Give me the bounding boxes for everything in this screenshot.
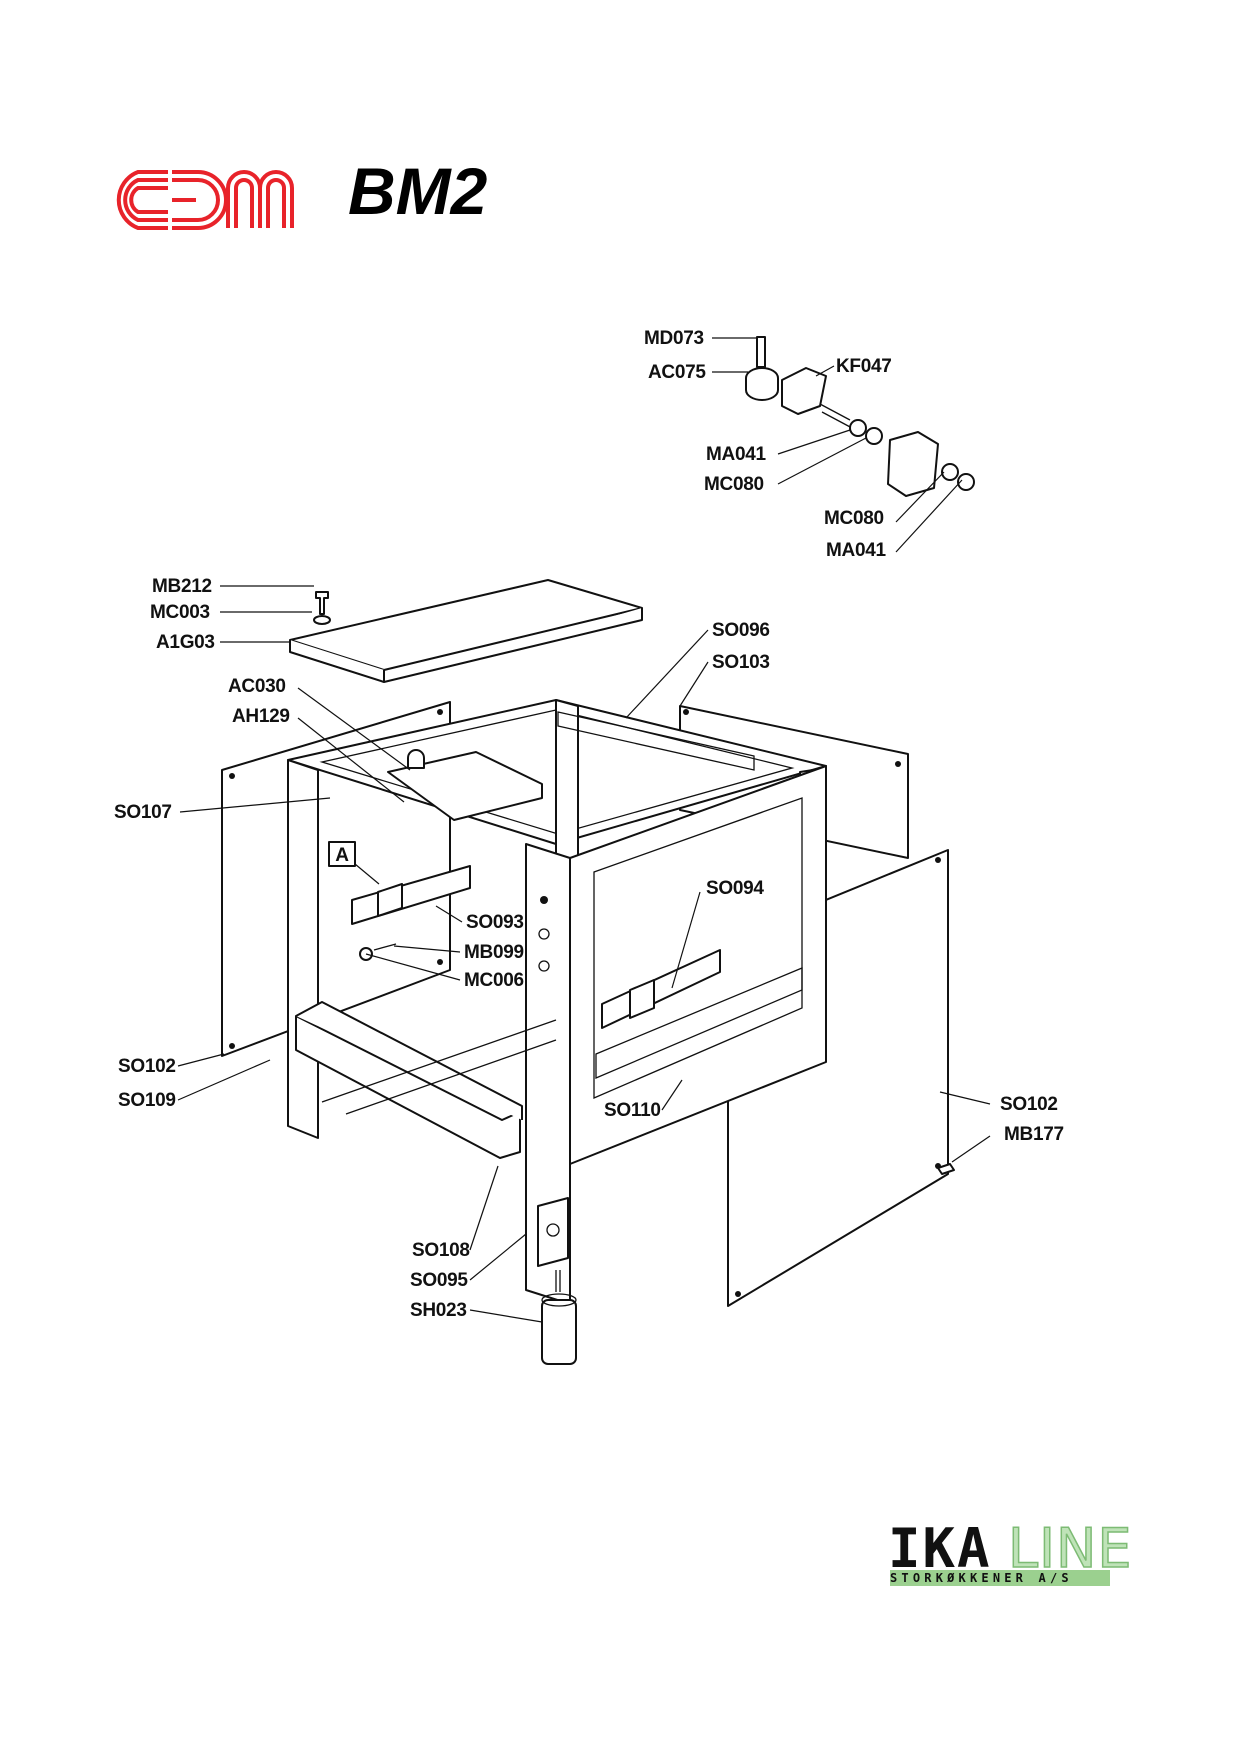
leader-lines bbox=[177, 337, 991, 1323]
nut-ma041-b bbox=[957, 473, 975, 491]
ika-logo-main: IKA bbox=[888, 1517, 992, 1580]
detail-marker-label: A bbox=[335, 845, 349, 866]
callout-ma041-a: MA041 bbox=[706, 444, 766, 465]
frame-lower-front-rail-so110 bbox=[595, 967, 803, 1079]
callout-ah129: AH129 bbox=[232, 706, 290, 727]
washer-mc080-b bbox=[941, 463, 959, 481]
detail-marker-a: A bbox=[328, 841, 380, 885]
screw-mb099 bbox=[373, 943, 397, 951]
callout-md073: MD073 bbox=[644, 328, 704, 349]
frame-lower-rail-so109 bbox=[295, 1001, 523, 1120]
ika-logo-accent: LINE bbox=[1007, 1517, 1133, 1580]
rear-rail-so096 bbox=[557, 711, 755, 771]
crossbar-bracket-b bbox=[629, 979, 655, 1019]
washer-mc003 bbox=[313, 615, 331, 625]
foot-stud bbox=[555, 1270, 561, 1292]
model-title: BM2 bbox=[348, 154, 488, 228]
top-shelf-group bbox=[289, 579, 643, 683]
callout-ac075: AC075 bbox=[648, 362, 706, 383]
screw-mb177 bbox=[937, 1163, 955, 1175]
callout-so108: SO108 bbox=[412, 1240, 470, 1261]
foot-group bbox=[537, 1163, 955, 1365]
hinge-bracket-kf047 bbox=[781, 367, 827, 415]
crossbars bbox=[351, 749, 721, 1029]
callout-so095: SO095 bbox=[410, 1270, 468, 1291]
callout-sh023: SH023 bbox=[410, 1300, 467, 1321]
callout-labels: MD073 AC075 KF047 MA041 MC080 MC080 MA04… bbox=[114, 328, 1064, 1321]
hinge-detail-group bbox=[745, 336, 975, 497]
callout-mc006: MC006 bbox=[464, 970, 524, 991]
foot-plate bbox=[537, 1197, 569, 1267]
crossbar-bracket-a bbox=[377, 883, 403, 917]
callout-so107: SO107 bbox=[114, 802, 172, 823]
nut-ma041-a bbox=[849, 419, 867, 437]
callout-ac030: AC030 bbox=[228, 676, 286, 697]
oem-logo bbox=[116, 170, 294, 230]
callout-so110: SO110 bbox=[604, 1100, 661, 1121]
callout-so102-right: SO102 bbox=[1000, 1094, 1058, 1115]
ika-logo-subtitle: STORKØKKENER A/S bbox=[890, 1570, 1110, 1586]
callout-a1g03: A1G03 bbox=[156, 632, 215, 653]
bushing-body bbox=[745, 378, 779, 401]
screw-mb212 bbox=[315, 591, 329, 615]
callout-so094: SO094 bbox=[706, 878, 764, 899]
hinge-block bbox=[887, 431, 939, 497]
frame-rear-left-post bbox=[287, 759, 319, 1139]
shelf-support-ac030 bbox=[387, 751, 543, 821]
callout-so096: SO096 bbox=[712, 620, 770, 641]
frame-lower-rail-so108 bbox=[295, 1015, 521, 1159]
pin-md073 bbox=[756, 336, 766, 368]
callout-mc080-b: MC080 bbox=[824, 508, 884, 529]
frame-front-opening bbox=[593, 797, 803, 1099]
callout-mc080-a: MC080 bbox=[704, 474, 764, 495]
callout-so109: SO109 bbox=[118, 1090, 176, 1111]
shelf-a1g03-edge bbox=[289, 608, 643, 683]
callout-mc003: MC003 bbox=[150, 602, 210, 623]
washer-mc080-a bbox=[865, 427, 883, 445]
callout-kf047: KF047 bbox=[836, 356, 892, 377]
callout-ma041-b: MA041 bbox=[826, 540, 886, 561]
knob-ah129 bbox=[407, 749, 425, 769]
callout-so093: SO093 bbox=[466, 912, 524, 933]
callout-so102-left: SO102 bbox=[118, 1056, 176, 1077]
callout-mb099: MB099 bbox=[464, 942, 524, 963]
callout-mb212: MB212 bbox=[152, 576, 212, 597]
hinge-bolt bbox=[819, 403, 853, 429]
callout-mb177: MB177 bbox=[1004, 1124, 1064, 1145]
callout-so103: SO103 bbox=[712, 652, 770, 673]
foot-sh023 bbox=[541, 1299, 577, 1365]
frame-lower-side-rail bbox=[321, 1019, 557, 1115]
